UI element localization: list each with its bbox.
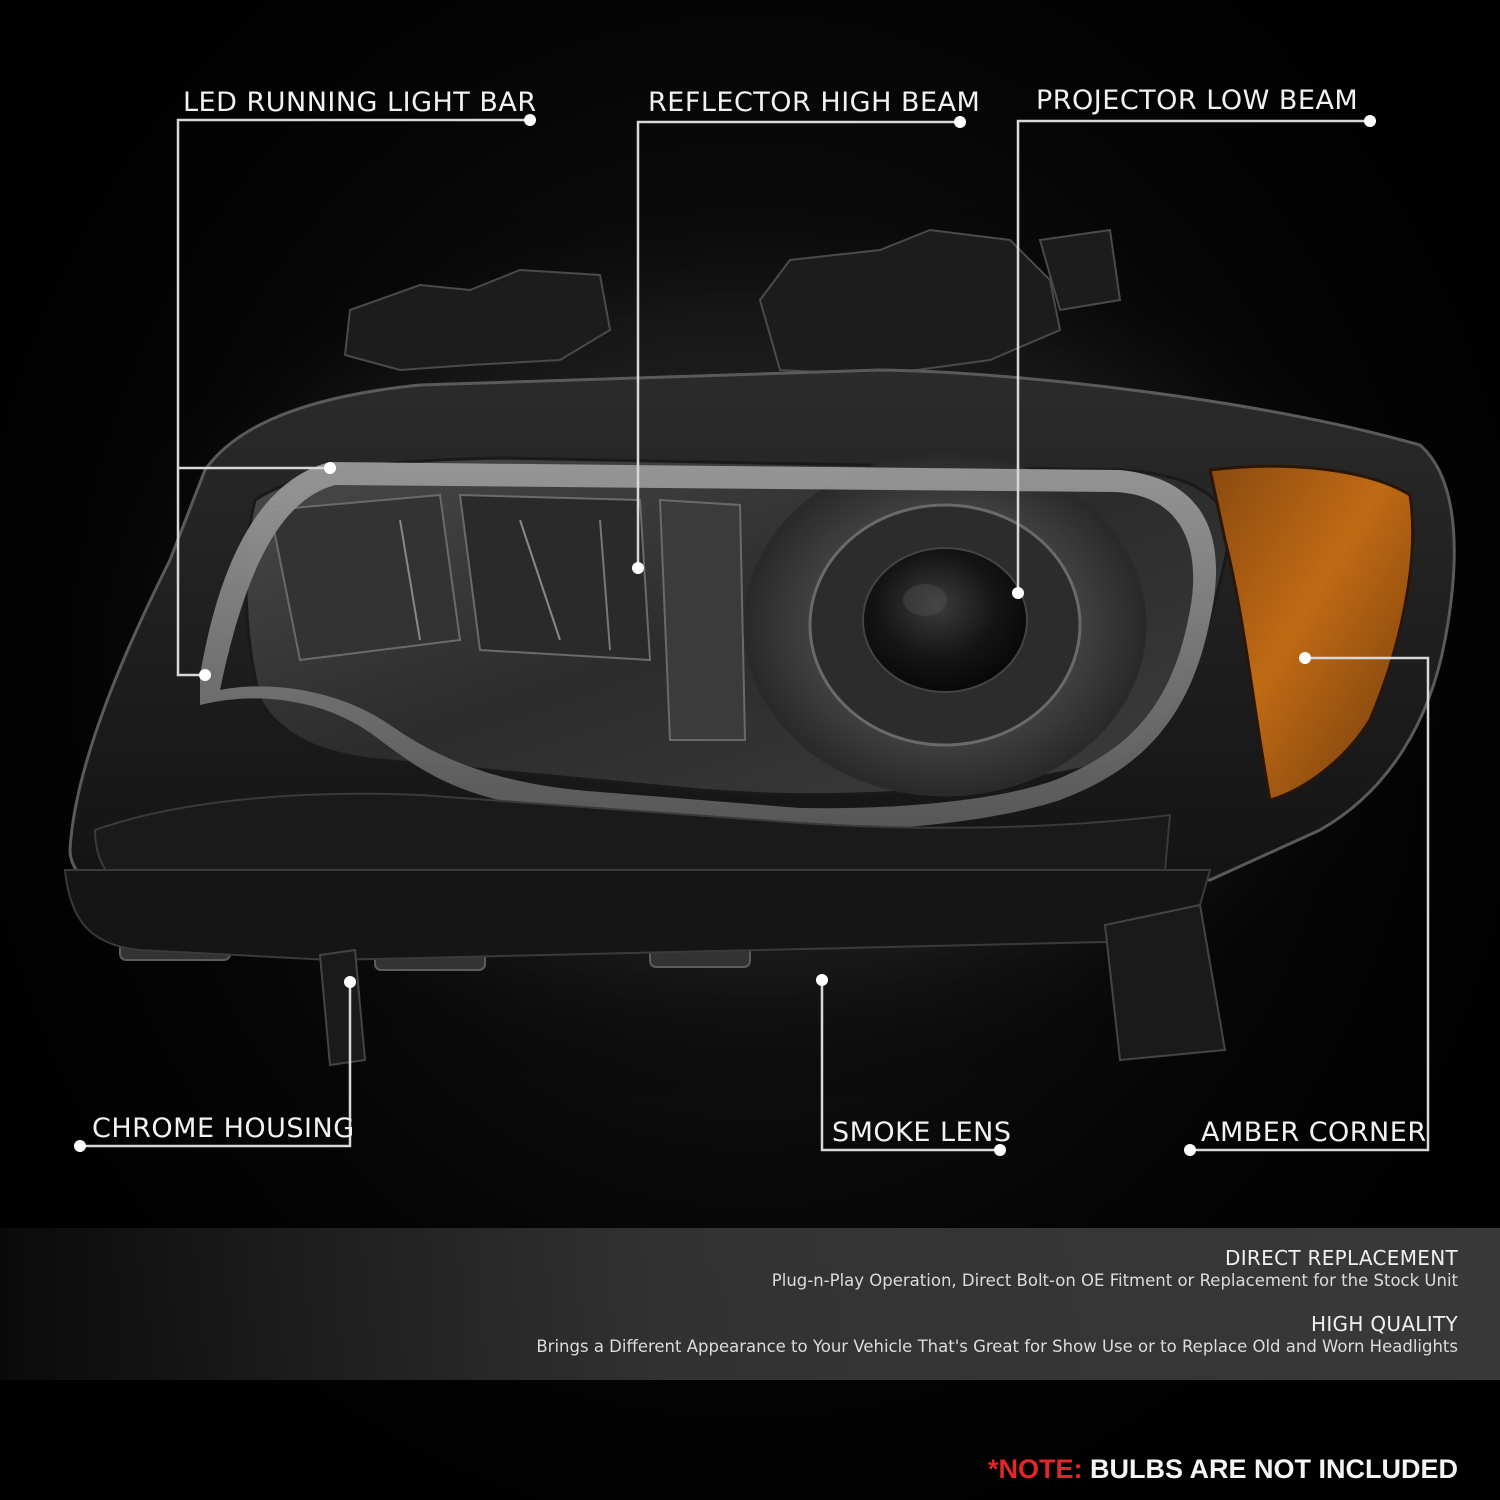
feature-title-high-quality: HIGH QUALITY [1311, 1312, 1458, 1336]
features-panel: DIRECT REPLACEMENT Plug-n-Play Operation… [0, 1228, 1500, 1380]
callout-smoke-lens: SMOKE LENS [832, 1117, 1012, 1148]
note-prefix: *NOTE: [987, 1454, 1083, 1484]
lower-trim [63, 869, 1212, 962]
feature-desc-direct-replacement: Plug-n-Play Operation, Direct Bolt-on OE… [771, 1271, 1458, 1290]
led-light-bar [200, 462, 1216, 831]
feature-title-direct-replacement: DIRECT REPLACEMENT [1225, 1246, 1458, 1270]
projector-low-beam [743, 453, 1147, 797]
note-bulbs-not-included: *NOTE: BULBS ARE NOT INCLUDED [988, 1454, 1458, 1485]
feature-desc-high-quality: Brings a Different Appearance to Your Ve… [536, 1337, 1458, 1356]
callout-led-running-light-bar: LED RUNNING LIGHT BAR [183, 87, 537, 118]
callout-dots [74, 114, 1376, 1156]
callout-reflector-high-beam: REFLECTOR HIGH BEAM [648, 87, 981, 118]
amber-corner-lens [1208, 464, 1415, 802]
note-text: BULBS ARE NOT INCLUDED [1090, 1454, 1458, 1484]
callout-amber-corner: AMBER CORNER [1201, 1117, 1427, 1148]
callout-chrome-housing: CHROME HOUSING [92, 1113, 355, 1144]
callout-lines [80, 118, 1430, 1152]
reflector-high-beam [268, 493, 747, 741]
callout-projector-low-beam: PROJECTOR LOW BEAM [1036, 85, 1359, 116]
mounting-brackets [343, 228, 1122, 377]
